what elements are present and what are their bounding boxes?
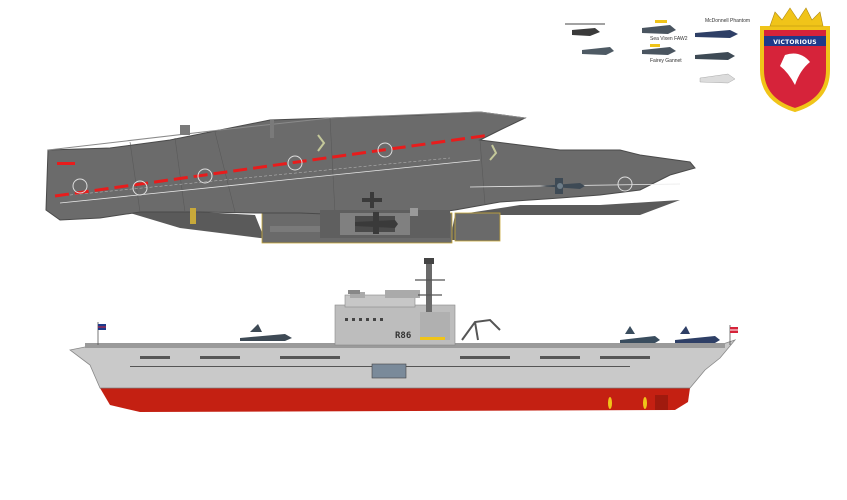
boat-bay xyxy=(371,363,407,379)
ship-crest: VICTORIOUS xyxy=(760,7,830,113)
angled-deck-centreline xyxy=(54,133,491,198)
deck-white-line-1 xyxy=(59,159,481,204)
hull-number: R86 xyxy=(395,331,411,341)
deck-panel-seams xyxy=(129,117,486,214)
deck-aircraft-side-3 xyxy=(675,326,720,343)
bow-flag xyxy=(729,325,738,345)
deck-crane xyxy=(461,318,501,341)
landing-spots xyxy=(72,142,633,196)
key-gannet xyxy=(582,47,614,55)
aircraft-key: Sea Vixen FAW2 Fairey Gannet McDonnell P… xyxy=(565,18,750,84)
propellers xyxy=(608,397,647,409)
lattice-mast xyxy=(426,262,432,312)
hull-below-waterline xyxy=(100,388,690,412)
deck-aircraft-side-1 xyxy=(240,324,292,341)
deck-arrester-mark xyxy=(317,134,326,152)
deck-sponsons xyxy=(60,200,680,240)
key-label-gannet: Fairey Gannet xyxy=(650,58,682,64)
key-label-phantom: McDonnell Phantom xyxy=(705,18,750,24)
ship-side-profile: R86 xyxy=(69,258,738,412)
key-sea-vixen-2 xyxy=(642,44,676,55)
crest-banner xyxy=(764,36,826,46)
flight-deck-plan-view xyxy=(45,111,696,244)
deck-arrester-mark-2 xyxy=(489,144,498,161)
key-helicopter xyxy=(565,23,605,36)
stern-flag xyxy=(97,322,106,345)
rudder xyxy=(655,395,668,410)
key-jet-white xyxy=(699,73,736,84)
deck-aircraft-plan-1 xyxy=(540,178,585,194)
deck-aircraft-side-2 xyxy=(620,326,660,343)
key-phantom xyxy=(695,30,738,38)
deck-aircraft-plan-2 xyxy=(355,212,398,234)
deck-mast xyxy=(270,120,274,138)
deck-red-marker xyxy=(57,162,75,165)
crest-emblem xyxy=(780,53,810,85)
crest-crown xyxy=(769,7,824,27)
key-label-sea-vixen: Sea Vixen FAW2 xyxy=(650,36,688,42)
aft-sponson xyxy=(454,212,501,242)
key-buccaneer xyxy=(695,52,735,60)
deck-aircraft-plan-3 xyxy=(362,192,382,208)
deck-mast-2 xyxy=(180,125,190,135)
crest-name: VICTORIOUS xyxy=(773,39,817,46)
deck-white-line-3 xyxy=(59,157,451,197)
flight-deck-side xyxy=(85,343,725,348)
island-superstructure xyxy=(334,258,456,346)
key-sea-vixen-1 xyxy=(642,20,676,34)
